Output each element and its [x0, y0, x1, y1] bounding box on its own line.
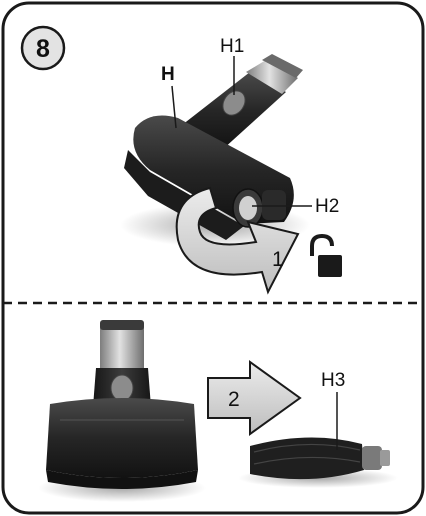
brush-roll: [238, 437, 398, 488]
rotate-arrow: 1: [175, 186, 300, 295]
label-h: H: [161, 64, 175, 85]
leader-h: [171, 85, 177, 129]
label-h3: H3: [321, 370, 345, 391]
label-h1: H1: [220, 36, 244, 57]
slide-arrow: 2: [207, 360, 302, 436]
release-button-front: [110, 374, 134, 402]
tool-head-angled: [120, 54, 310, 247]
tool-head-upright: [38, 320, 206, 502]
unlock-icon: [310, 233, 342, 277]
release-button-h1: [222, 90, 246, 116]
step-badge: 8: [20, 25, 66, 71]
label-h2: H2: [315, 196, 339, 217]
rotate-step-number: 1: [272, 248, 284, 271]
slide-step-number: 2: [228, 388, 240, 411]
step-number: 8: [36, 35, 50, 63]
